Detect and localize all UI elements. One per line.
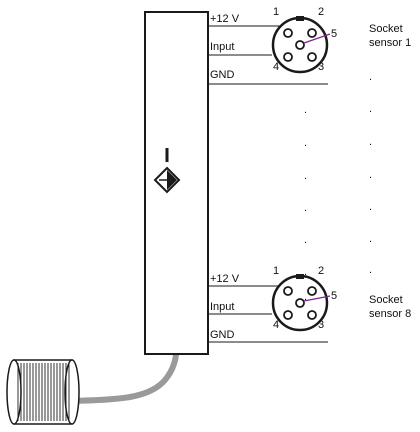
pin-label-4: 4 xyxy=(273,61,279,73)
pin-2-icon xyxy=(307,28,317,38)
ellipsis-dot: . xyxy=(369,169,372,181)
ellipsis-dot: . xyxy=(369,103,372,115)
wire-label-gnd: GND xyxy=(210,329,235,341)
pin-4-icon xyxy=(283,310,293,320)
ellipsis-dot: . xyxy=(304,104,307,116)
ellipsis-dot: . xyxy=(304,137,307,149)
socket-caption-line2: sensor 8 xyxy=(369,308,411,320)
pin-1-icon xyxy=(283,286,293,296)
pin-label-3: 3 xyxy=(318,61,324,73)
connector-sensor-8: +12 V Input GND 1 2 5 4 3 Socket sensor … xyxy=(208,265,411,343)
pin-label-4: 4 xyxy=(273,319,279,331)
ellipsis-column-2: . . . . . . . . xyxy=(369,71,372,276)
sensor-coil-icon xyxy=(6,359,80,425)
ellipsis-dot: . xyxy=(369,264,372,276)
pin-label-5: 5 xyxy=(331,290,337,302)
pin-5-lead xyxy=(303,33,331,44)
pin-label-1: 1 xyxy=(273,6,279,18)
pin-label-2: 2 xyxy=(318,6,324,18)
ellipsis-dot: . xyxy=(369,136,372,148)
connector-sensor-1: +12 V Input GND 1 2 5 4 3 Socket sensor … xyxy=(208,6,411,85)
ellipsis-dot: . xyxy=(304,291,307,303)
wire-label-12v: +12 V xyxy=(210,13,240,25)
pin-label-5: 5 xyxy=(331,28,337,40)
socket-caption-line2: sensor 1 xyxy=(369,37,411,49)
wire-label-gnd: GND xyxy=(210,69,235,81)
socket-caption-line1: Socket xyxy=(369,23,403,35)
ellipsis-dot: . xyxy=(369,71,372,83)
pin-label-1: 1 xyxy=(273,265,279,277)
sensor-cable xyxy=(67,350,179,404)
ellipsis-column-1: . . . . . . . xyxy=(304,104,307,303)
pin-2-icon xyxy=(307,286,317,296)
wire-label-12v: +12 V xyxy=(210,273,240,285)
socket-caption-line1: Socket xyxy=(369,294,403,306)
pin-label-3: 3 xyxy=(318,319,324,331)
ellipsis-dot: . xyxy=(369,201,372,213)
ellipsis-dot: . xyxy=(304,234,307,246)
inductive-sensor-symbol-icon xyxy=(153,148,181,194)
ellipsis-dot: . xyxy=(304,202,307,214)
pin-label-2: 2 xyxy=(318,265,324,277)
ellipsis-dot: . xyxy=(304,170,307,182)
pin-3-icon xyxy=(307,310,317,320)
pin-5-icon xyxy=(295,40,305,50)
socket-key-icon xyxy=(296,16,304,21)
pin-5-lead xyxy=(303,295,331,302)
ellipsis-dot: . xyxy=(369,233,372,245)
pin-3-icon xyxy=(307,52,317,62)
pin-5-icon xyxy=(295,298,305,308)
socket-key-icon xyxy=(296,274,304,279)
wire-label-input: Input xyxy=(210,301,234,313)
ellipsis-dot: . xyxy=(304,266,307,278)
pin-1-icon xyxy=(283,28,293,38)
wire-label-input: Input xyxy=(210,41,234,53)
pin-4-icon xyxy=(283,52,293,62)
